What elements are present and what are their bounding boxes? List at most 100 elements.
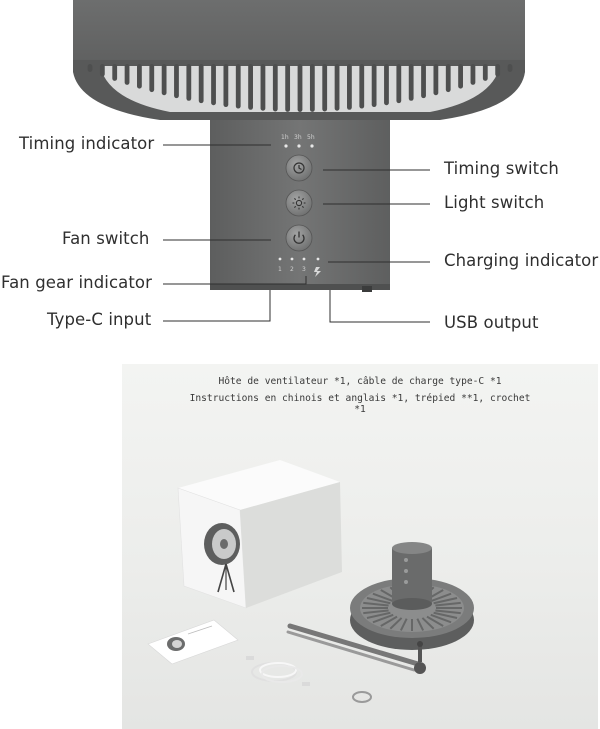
usb-cable (246, 656, 310, 686)
mini-grille-slat (421, 617, 435, 630)
grille-slat (137, 64, 142, 89)
grille-slat (421, 64, 426, 99)
leader-fan-gear-indicator (163, 276, 307, 285)
leader-usb-output (329, 290, 430, 323)
mini-grille-slat (435, 601, 461, 607)
instruction-card (147, 619, 239, 665)
fan-illustration (73, 0, 525, 323)
gear-dot-2 (290, 257, 294, 261)
package-caption-line3: *1 (354, 404, 366, 415)
timer-dot-5h (310, 144, 314, 148)
label-timing-switch: Timing switch (444, 159, 559, 178)
grille-slat (359, 64, 365, 109)
package-caption-line1: Hôte de ventilateur *1, câble de charge … (218, 376, 502, 387)
mini-grille-slat (366, 611, 391, 619)
grille-slat (260, 64, 266, 111)
light-switch-button[interactable] (285, 189, 313, 217)
mini-grille-slat (433, 611, 458, 619)
grille-slat (495, 64, 501, 77)
timer-mark-3h: 3h (294, 134, 302, 141)
grille-slat (408, 64, 414, 101)
grille-slat (223, 64, 229, 108)
grille-slat (285, 64, 291, 112)
fan-switch-button[interactable] (285, 224, 313, 252)
grille-slat (99, 64, 105, 77)
timer-mark-1h: 1h (281, 134, 289, 141)
mini-grille-slat (363, 609, 389, 615)
hook (352, 691, 372, 703)
box-fan-print (204, 523, 240, 593)
mini-grille-slat (433, 597, 458, 605)
fan-annotated-diagram: 1h 3h 5h 1 2 3 Timing indicator Timing s… (0, 0, 600, 350)
package-caption-line2: Instructions en chinois et anglais *1, t… (189, 393, 531, 404)
label-usb-output: USB output (444, 313, 539, 332)
gear-mark-3: 3 (302, 266, 306, 273)
label-light-switch: Light switch (444, 193, 545, 212)
fan-unit (350, 542, 474, 650)
grille-slat (124, 64, 130, 85)
grille-slat (87, 64, 93, 72)
fan-grille (87, 64, 513, 112)
grille-slat (433, 64, 439, 96)
charging-bolt-icon (314, 267, 321, 277)
grille-slat (384, 64, 389, 106)
mini-grille-slat (430, 592, 452, 603)
grille-slat (322, 64, 328, 112)
package-contents-illustration (147, 460, 474, 703)
gear-dot-1 (278, 257, 282, 261)
grille-slat (297, 64, 303, 112)
grille-slat (309, 64, 315, 112)
mini-grille-slat (435, 609, 461, 615)
gear-mark-1: 1 (278, 266, 282, 273)
label-timing-indicator: Timing indicator (19, 134, 155, 153)
grille-slat (371, 64, 377, 108)
leader-lines (163, 144, 430, 323)
tripod (286, 623, 426, 674)
mini-grille-slat (426, 615, 444, 627)
mini-grille-slat (416, 618, 425, 631)
grille-slat (149, 64, 155, 93)
charging-dot (316, 257, 320, 261)
label-charging-indicator: Charging indicator (444, 251, 599, 270)
timing-switch-button[interactable] (285, 154, 313, 182)
grille-slat (186, 64, 192, 101)
grille-slat (112, 64, 118, 81)
grille-slat (334, 64, 340, 111)
clock-icon (293, 162, 305, 174)
grille-slat (198, 64, 204, 104)
grille-slat (248, 64, 253, 110)
sun-icon (292, 196, 306, 210)
package-contents-panel: Hôte de ventilateur *1, câble de charge … (122, 364, 598, 729)
mini-grille-slat (380, 615, 398, 627)
fan-head (73, 0, 525, 120)
product-box (177, 460, 342, 609)
grille-slat (272, 64, 278, 112)
gear-mark-2: 2 (290, 266, 294, 273)
gear-dot-3 (302, 257, 306, 261)
timer-dot-3h (297, 144, 301, 148)
timer-mark-5h: 5h (307, 134, 315, 141)
mini-grille-slat (372, 613, 394, 624)
leader-type-c-input (163, 290, 271, 322)
grille-slat (458, 64, 463, 89)
mini-grille-slat (363, 601, 389, 607)
mini-grille-slat (399, 618, 408, 631)
grille-slat (347, 64, 352, 110)
grille-slat (470, 64, 476, 85)
mini-grille-slat (366, 597, 391, 605)
grille-slat (445, 64, 451, 93)
label-fan-gear-indicator: Fan gear indicator (1, 273, 152, 292)
grille-slat (235, 64, 241, 109)
mini-grille-slat (430, 613, 452, 624)
timer-dot-1h (284, 144, 288, 148)
mini-grille-slat (389, 617, 403, 630)
grille-slat (482, 64, 488, 81)
label-type-c-input: Type-C input (47, 310, 152, 329)
grille-slat (396, 64, 402, 104)
label-fan-switch: Fan switch (62, 229, 150, 248)
grille-slat (174, 64, 179, 99)
mini-grille-slat (372, 592, 394, 603)
power-icon (293, 231, 305, 244)
grille-slat (161, 64, 167, 96)
grille-slat (211, 64, 216, 106)
